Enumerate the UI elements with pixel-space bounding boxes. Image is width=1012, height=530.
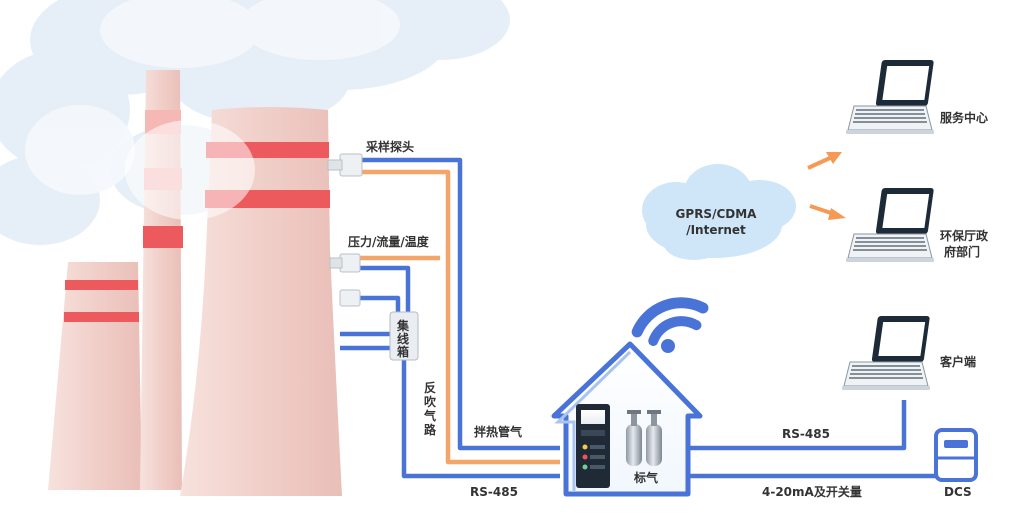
rs485-bottom-label: RS-485 (470, 485, 518, 499)
junction-box (389, 311, 419, 361)
pipelines (340, 157, 938, 479)
auxiliary-sensor (339, 289, 361, 307)
junction-box-label: 集线箱 (396, 318, 410, 359)
network-cloud (642, 164, 796, 260)
pressure-sensor (329, 253, 361, 273)
backflush-label: 反吹气路 (423, 380, 437, 437)
wifi-icon (631, 297, 709, 353)
rs485-right-label: RS-485 (782, 427, 830, 441)
probe-label: 采样探头 (365, 139, 414, 154)
laptop-icon (846, 188, 934, 262)
signal-420-label: 4-20mA及开关量 (762, 484, 862, 499)
pressure-label: 压力/流量/温度 (348, 234, 430, 249)
analyzer-cabinet (576, 404, 610, 488)
std-gas-label: 标气 (633, 470, 658, 485)
service-center-label: 服务中心 (940, 110, 988, 125)
heat-pipe-label: 拌热管气 (474, 424, 522, 439)
dcs-label: DCS (944, 485, 972, 499)
cloud-label: GPRS/CDMA/Internet (676, 207, 758, 237)
sampling-probe (327, 153, 363, 177)
laptop-icon (846, 60, 934, 134)
dcs-device (934, 428, 978, 482)
env-dept-label-line2: 府部门 (944, 244, 980, 259)
env-dept-label-line1: 环保厅政 (940, 228, 989, 243)
uplink-arrows (807, 152, 846, 220)
monitoring-station (551, 341, 703, 497)
calibration-gas-cylinders (626, 410, 662, 466)
laptop-icon (842, 316, 930, 390)
client-label: 客户端 (939, 354, 976, 369)
